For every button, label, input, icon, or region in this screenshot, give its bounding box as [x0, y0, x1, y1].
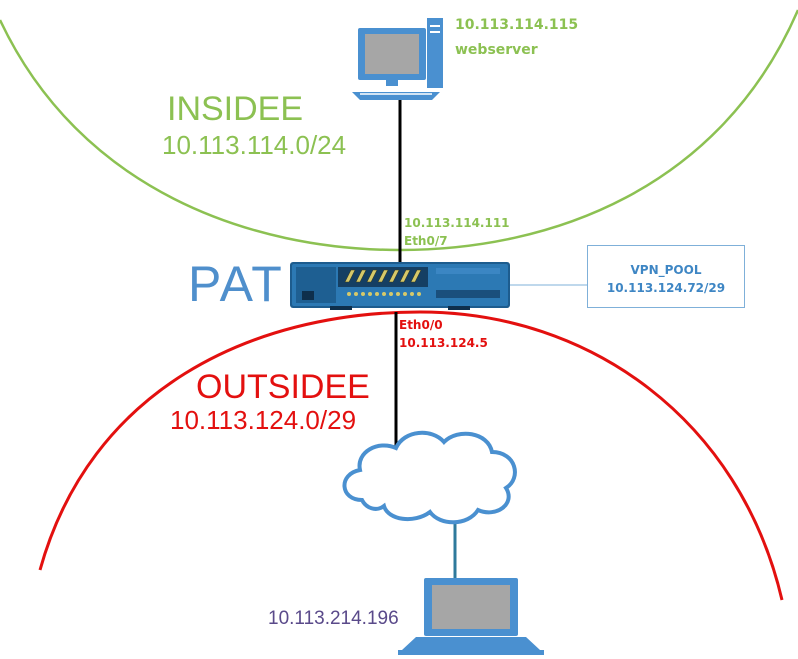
- inside-interface-port-label: Eth0/7: [404, 234, 448, 248]
- outside-interface-ip-label: 10.113.124.5: [399, 336, 488, 350]
- inside-network-label: 10.113.114.0/24: [162, 130, 346, 161]
- cloud-icon: [344, 433, 514, 522]
- vpn-pool-network: 10.113.124.72/29: [588, 281, 744, 295]
- vpn-pool-name: VPN_POOL: [588, 263, 744, 277]
- outside-interface-port-label: Eth0/0: [399, 318, 443, 332]
- inside-interface-ip-label: 10.113.114.111: [404, 216, 510, 230]
- desktop-computer-icon: [352, 18, 443, 100]
- webserver-name-label: webserver: [455, 42, 538, 58]
- pat-label: PAT: [188, 255, 284, 313]
- outside-network-label: 10.113.124.0/29: [170, 405, 356, 436]
- vpn-pool-box: VPN_POOL 10.113.124.72/29: [587, 245, 745, 308]
- cisco-asa-firewall-icon: [290, 262, 510, 310]
- inside-zone-name: INSIDEE: [167, 90, 303, 129]
- outside-zone-name: OUTSIDEE: [196, 368, 370, 407]
- webserver-ip-label: 10.113.114.115: [455, 17, 578, 33]
- laptop-icon: [398, 578, 544, 655]
- client-ip-label: 10.113.214.196: [268, 608, 399, 630]
